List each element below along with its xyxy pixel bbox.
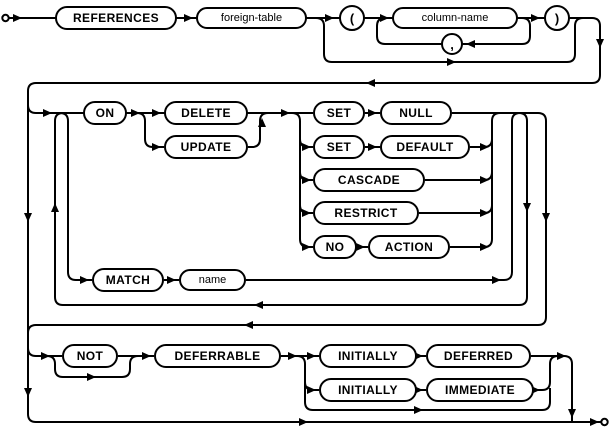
node-deferrable: DEFERRABLE (154, 344, 281, 368)
start-terminal-icon (1, 13, 10, 23)
line-deferred-out (531, 355, 573, 421)
node-references: REFERENCES (55, 6, 177, 30)
node-not: NOT (62, 344, 118, 368)
node-column-name: column-name (392, 7, 518, 29)
node-comma: , (441, 33, 463, 55)
line-initially-branch (296, 355, 319, 391)
node-restrict: RESTRICT (313, 201, 419, 225)
node-open-paren: ( (339, 5, 365, 31)
line-match-branch (59, 112, 92, 281)
line-main-spine (9, 17, 601, 423)
node-name: name (179, 269, 246, 291)
line-update-out (248, 112, 269, 148)
node-null: NULL (380, 101, 452, 125)
node-update: UPDATE (164, 135, 248, 159)
line-on-row (27, 104, 313, 114)
node-cascade: CASCADE (313, 168, 425, 192)
arrowheads (13, 14, 604, 426)
line-loop-back (54, 112, 528, 306)
node-deferred: DEFERRED (426, 344, 531, 368)
line-initially-bypass (304, 382, 551, 411)
node-action: ACTION (368, 235, 450, 259)
node-immediate: IMMEDIATE (426, 378, 534, 402)
end-terminal-icon (600, 417, 609, 427)
node-initially-immediate-initially: INITIALLY (319, 378, 417, 402)
line-immediate-out (534, 355, 559, 391)
node-close-paren: ) (544, 5, 570, 31)
node-no: NO (313, 235, 357, 259)
node-on: ON (83, 101, 127, 125)
line-not-entry (27, 347, 62, 357)
node-initially-deferred-initially: INITIALLY (319, 344, 417, 368)
line-update-branch (136, 112, 164, 148)
line-loop-exit (27, 112, 547, 334)
node-match: MATCH (92, 268, 164, 292)
node-default: DEFAULT (380, 135, 470, 159)
node-delete: DELETE (164, 101, 248, 125)
node-set-default-set: SET (313, 135, 365, 159)
node-foreign-table: foreign-table (196, 7, 307, 29)
node-set-null-set: SET (313, 101, 365, 125)
